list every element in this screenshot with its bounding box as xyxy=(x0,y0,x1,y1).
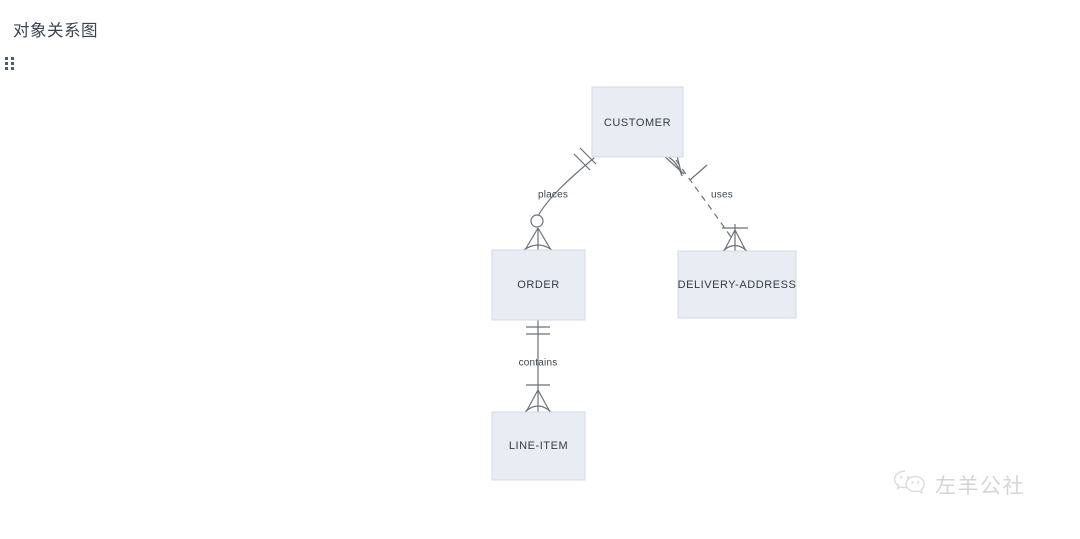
entity-customer[interactable]: CUSTOMER xyxy=(591,86,684,158)
relationship-uses-label: uses xyxy=(711,190,733,201)
entity-order[interactable]: ORDER xyxy=(491,249,586,321)
relationship-places-line xyxy=(537,157,595,217)
entity-delivery-address-box[interactable] xyxy=(677,250,797,319)
grid-dot xyxy=(11,62,14,65)
relationship-places-label: places xyxy=(538,190,568,201)
relationship-uses[interactable]: uses xyxy=(662,151,748,252)
entity-delivery-address-label: DELIVERY-ADDRESS xyxy=(678,279,797,291)
relationship-places-marker-order xyxy=(523,214,553,251)
relationship-contains-label: contains xyxy=(519,358,558,369)
grid-dot xyxy=(11,67,14,70)
relationship-uses-line xyxy=(675,159,734,241)
page-title: 对象关系图 xyxy=(13,22,98,40)
entity-line-item-label: LINE-ITEM xyxy=(509,440,568,452)
entity-delivery-address[interactable]: DELIVERY-ADDRESS xyxy=(677,250,797,319)
relationship-uses-marker-delivery-address xyxy=(722,224,748,252)
grid-dots-icon[interactable] xyxy=(5,57,19,71)
grid-dot xyxy=(5,67,8,70)
relationship-contains[interactable]: contains xyxy=(519,320,558,413)
entity-order-label: ORDER xyxy=(517,279,559,291)
entity-customer-box[interactable] xyxy=(591,86,684,158)
grid-dot xyxy=(5,57,8,60)
grid-dot xyxy=(5,62,8,65)
entity-customer-label: CUSTOMER xyxy=(604,117,671,129)
relationship-places[interactable]: places xyxy=(523,147,597,251)
relationship-places-marker-customer xyxy=(573,147,597,171)
entity-line-item[interactable]: LINE-ITEM xyxy=(491,411,586,481)
relationship-contains-marker-order xyxy=(526,326,550,335)
entity-order-box[interactable] xyxy=(491,249,586,321)
grid-dot xyxy=(11,57,14,60)
entity-line-item-box[interactable] xyxy=(491,411,586,481)
relationship-contains-marker-line-item xyxy=(524,384,552,413)
